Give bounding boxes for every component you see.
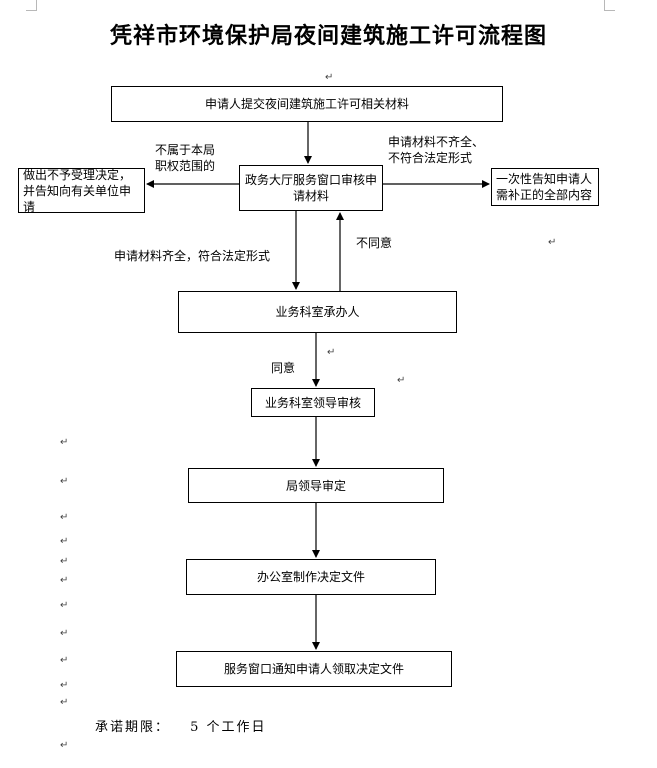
disagree-label: 不同意 (356, 236, 393, 250)
bureau-leader-text: 局领导审定 (285, 478, 346, 493)
paragraph-mark (60, 437, 68, 448)
page-corner-mark (26, 0, 37, 11)
bureau-leader-box: 局领导审定 (188, 468, 444, 503)
submit-application-box: 申请人提交夜间建筑施工许可相关材料 (111, 86, 503, 122)
complete-materials-label: 申请材料齐全，符合法定形式 (114, 249, 271, 263)
agree-label: 同意 (271, 361, 296, 375)
handler-text: 业务科室承办人 (275, 305, 360, 319)
incomplete-materials-label: 申请材料不齐全、不符合法定形式 (388, 135, 485, 165)
page-corner-mark (604, 0, 615, 11)
office-document-text: 办公室制作决定文件 (256, 570, 365, 584)
paragraph-mark (60, 697, 68, 708)
paragraph-mark (60, 476, 68, 487)
paragraph-mark (60, 575, 68, 586)
submit-application-text: 申请人提交夜间建筑施工许可相关材料 (204, 97, 409, 111)
supplement-notice-text: 一次性告知申请人需补正的全部内容 (496, 172, 593, 202)
handler-box: 业务科室承办人 (178, 291, 457, 333)
not-in-scope-label: 不属于本局职权范围的 (155, 143, 216, 173)
dept-leader-box: 业务科室领导审核 (251, 388, 375, 417)
paragraph-mark (60, 628, 68, 639)
reject-decision-box: 做出不予受理决定，并告知向有关单位申请 (18, 167, 145, 214)
window-review-text: 政务大厅服务窗口审核申请材料 (244, 173, 377, 203)
paragraph-mark (60, 680, 68, 691)
deadline-value: 5 个工作日 (190, 720, 267, 735)
paragraph-mark (60, 600, 68, 611)
supplement-notice-box: 一次性告知申请人需补正的全部内容 (491, 168, 599, 206)
paragraph-mark (327, 347, 335, 358)
deadline-line: 承诺期限： 5 个工作日 (95, 716, 267, 735)
paragraph-mark (548, 237, 556, 248)
paragraph-mark (60, 556, 68, 567)
paragraph-mark (325, 72, 333, 83)
paragraph-mark (60, 512, 68, 523)
deadline-label: 承诺期限： (95, 720, 171, 735)
paragraph-mark (397, 375, 405, 386)
paragraph-mark (60, 655, 68, 666)
page-title: 凭祥市环境保护局夜间建筑施工许可流程图 (109, 24, 547, 49)
window-review-box: 政务大厅服务窗口审核申请材料 (239, 165, 383, 211)
office-document-box: 办公室制作决定文件 (186, 559, 436, 595)
paragraph-mark (60, 740, 68, 751)
notify-applicant-box: 服务窗口通知申请人领取决定文件 (176, 651, 452, 687)
reject-decision-text: 做出不予受理决定，并告知向有关单位申请 (23, 167, 132, 214)
notify-applicant-text: 服务窗口通知申请人领取决定文件 (223, 662, 404, 676)
paragraph-mark (60, 536, 68, 547)
dept-leader-text: 业务科室领导审核 (264, 395, 361, 410)
